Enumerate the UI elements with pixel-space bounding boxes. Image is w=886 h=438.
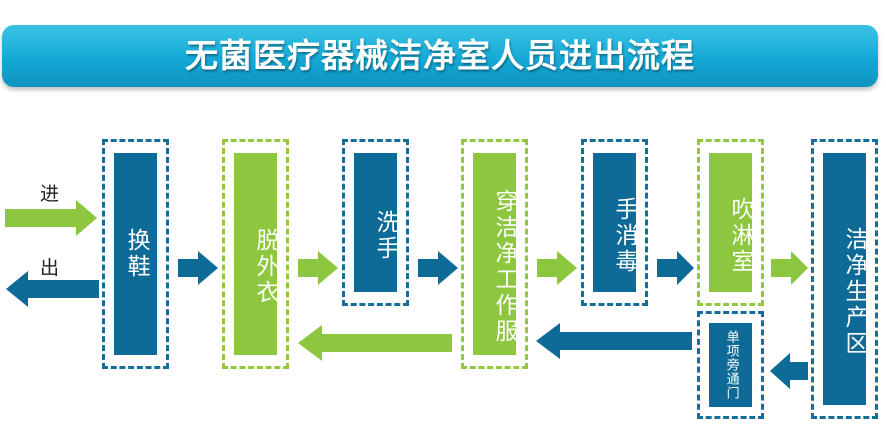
- arrow-disinfect-to-shower: [657, 251, 694, 285]
- step-wear-clean-clothes: 穿洁净工作服: [473, 153, 517, 355]
- step-wash-hands: 洗手: [354, 153, 398, 292]
- step-change-shoes: 换鞋: [114, 153, 157, 355]
- step-disinfect-hands: 手消毒: [593, 153, 637, 292]
- frame-wash-hands: [342, 139, 409, 306]
- frame-disinfect-hands: [581, 139, 648, 306]
- page-title: 无菌医疗器械洁净室人员进出流程: [185, 36, 695, 75]
- arrow-clean-to-door: [770, 353, 808, 389]
- arrow-return-to-coat: [298, 325, 452, 361]
- title-banner: 无菌医疗器械洁净室人员进出流程: [2, 25, 878, 87]
- arrow-shoes-to-coat: [178, 251, 218, 285]
- frame-wear-clean-clothes: [461, 139, 528, 369]
- arrow-wear-to-disinfect: [537, 251, 577, 285]
- step-clean-area: 洁净生产区: [823, 153, 867, 405]
- enter-label: 进: [40, 183, 60, 205]
- arrow-return-to-wear: [536, 323, 692, 359]
- arrow-coat-to-wash: [298, 251, 338, 285]
- exit-label: 出: [40, 257, 60, 279]
- arrow-exit: [6, 271, 99, 307]
- frame-one-way-door: [697, 311, 764, 419]
- frame-clean-area: [811, 139, 878, 419]
- step-one-way-door: 单项旁通门: [709, 323, 752, 407]
- frame-air-shower: [697, 139, 764, 306]
- arrow-wash-to-wear: [418, 251, 458, 285]
- step-remove-coat: 脱外衣: [234, 153, 278, 355]
- arrow-shower-to-clean: [771, 251, 808, 285]
- arrow-enter: [5, 200, 97, 236]
- frame-change-shoes: [102, 139, 169, 369]
- frame-remove-coat: [222, 139, 289, 369]
- step-air-shower: 吹淋室: [709, 153, 753, 292]
